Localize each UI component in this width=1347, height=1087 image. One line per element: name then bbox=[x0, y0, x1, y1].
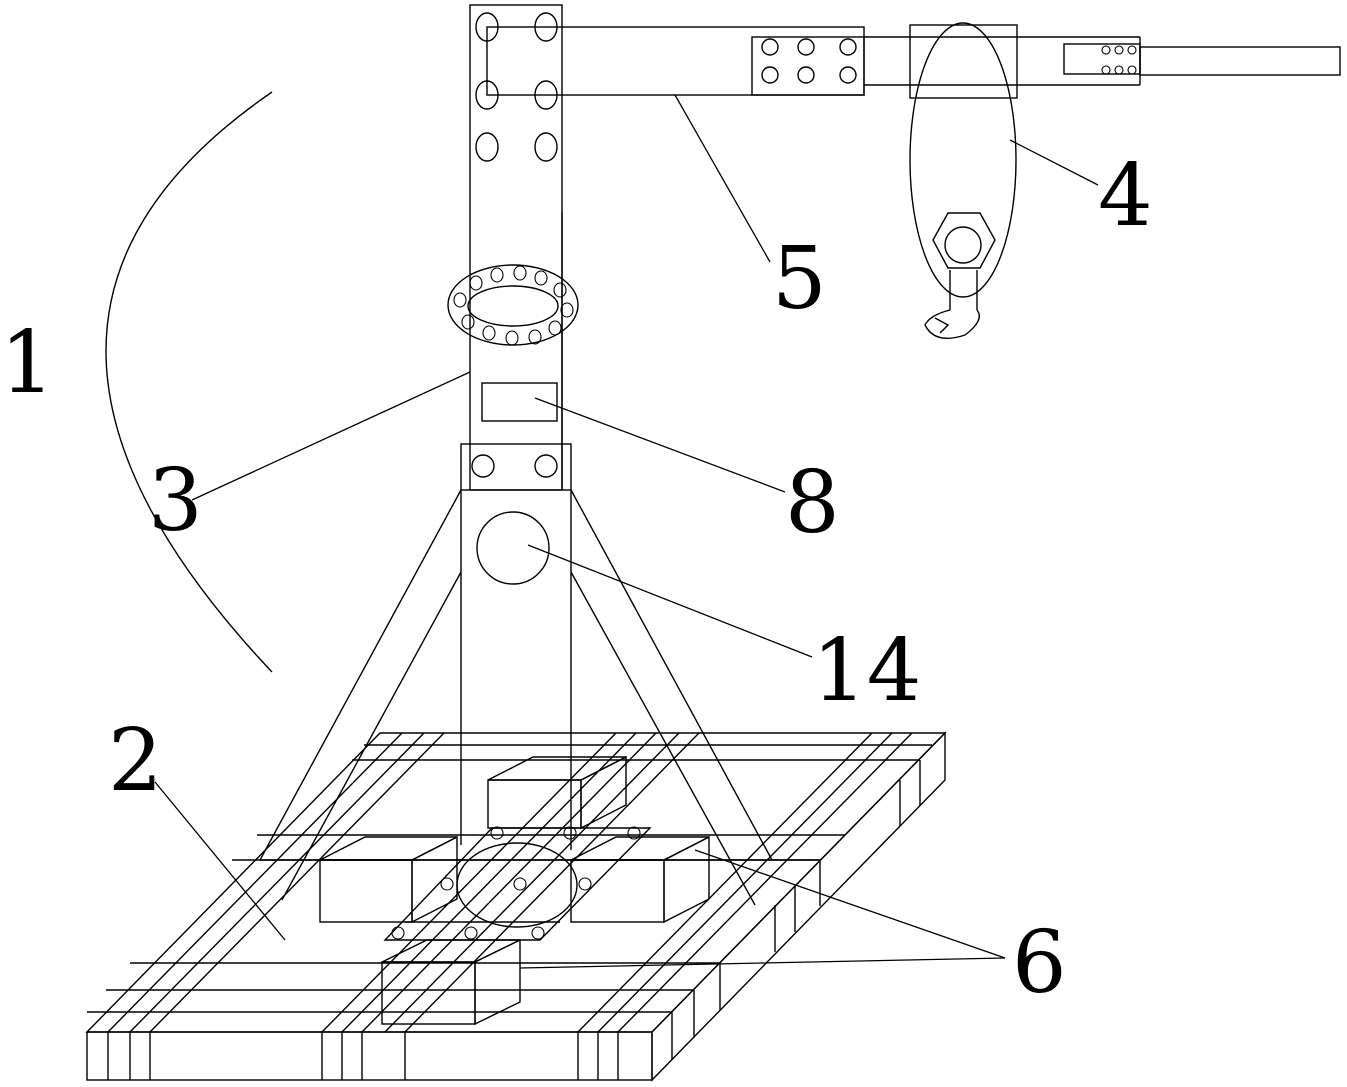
label-5: 5 bbox=[772, 229, 827, 329]
outrigger-blocks bbox=[319, 755, 710, 1026]
slewing-ring bbox=[447, 264, 579, 346]
support-struts bbox=[259, 489, 820, 906]
lower-column bbox=[460, 490, 572, 850]
boom-arm bbox=[486, 26, 1341, 96]
hook-assembly bbox=[909, 22, 1018, 339]
label-2: 2 bbox=[108, 711, 163, 811]
control-box bbox=[481, 382, 558, 422]
label-1: 1 bbox=[0, 313, 55, 413]
leader-lines bbox=[154, 94, 1099, 969]
label-8: 8 bbox=[785, 453, 840, 553]
label-4: 4 bbox=[1098, 146, 1153, 246]
mast-flange bbox=[460, 443, 572, 491]
base-frame bbox=[85, 731, 947, 1082]
rotation-arc bbox=[105, 91, 273, 673]
label-14: 14 bbox=[812, 621, 921, 721]
label-3: 3 bbox=[148, 451, 203, 551]
mast bbox=[469, 4, 563, 491]
turntable-plate bbox=[383, 826, 652, 941]
label-6: 6 bbox=[1012, 913, 1067, 1013]
